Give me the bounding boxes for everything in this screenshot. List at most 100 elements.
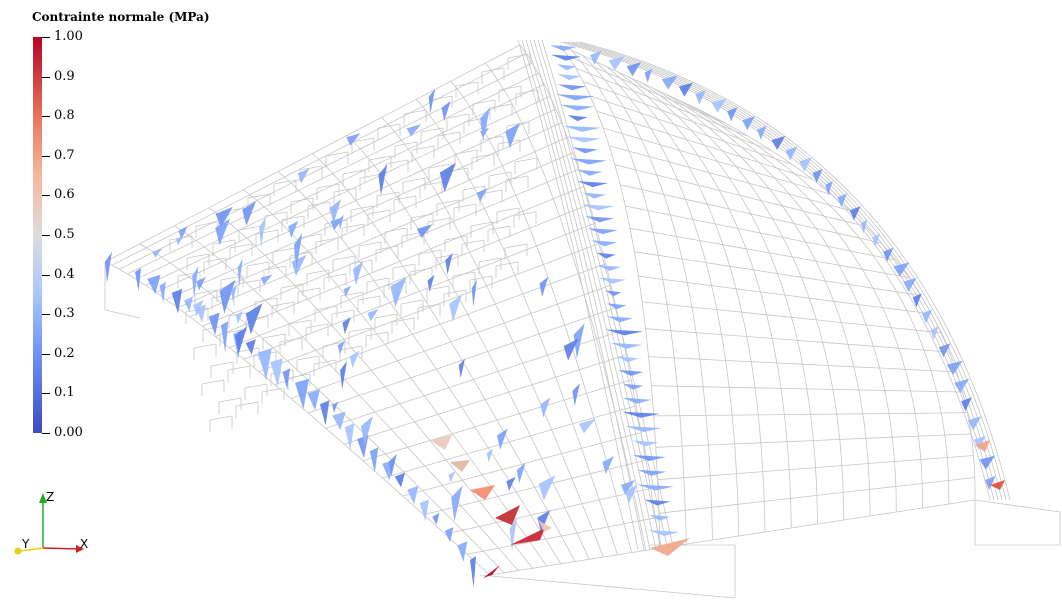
stress-patch bbox=[679, 83, 693, 97]
stress-patch bbox=[590, 51, 601, 65]
stress-patch bbox=[625, 426, 662, 432]
stress-patch bbox=[357, 435, 368, 458]
stress-patch bbox=[246, 303, 263, 334]
stress-patch bbox=[599, 278, 626, 284]
orientation-axes-widget: Z Y X bbox=[8, 485, 98, 560]
stress-patch bbox=[578, 181, 608, 187]
colorbar-tick-label: 0.4 bbox=[54, 268, 75, 282]
colorbar-tick-mark bbox=[42, 37, 50, 38]
colorbar-tick-label: 0.7 bbox=[54, 149, 75, 163]
stress-patch bbox=[451, 486, 463, 522]
stress-patch bbox=[556, 94, 594, 100]
stress-patch bbox=[407, 124, 422, 136]
stress-patch bbox=[568, 115, 588, 121]
colorbar-tick-label: 0.00 bbox=[54, 426, 83, 440]
colorbar-tick-mark bbox=[42, 314, 50, 315]
stress-patch bbox=[242, 201, 256, 226]
stress-patch bbox=[627, 62, 641, 76]
stress-patch bbox=[757, 126, 766, 140]
stress-patch-mid bbox=[450, 460, 470, 472]
stress-patch bbox=[497, 429, 508, 450]
stress-patch bbox=[572, 147, 598, 153]
stress-patch bbox=[350, 351, 360, 368]
stress-patch bbox=[623, 398, 652, 404]
stress-patch bbox=[395, 473, 405, 488]
stress-patch bbox=[353, 261, 363, 285]
stress-patch bbox=[459, 359, 465, 378]
stress-patch bbox=[420, 499, 429, 521]
stress-patch bbox=[607, 303, 627, 309]
stress-patch bbox=[457, 541, 467, 561]
stress-patch bbox=[850, 206, 861, 220]
stress-patch bbox=[581, 204, 614, 210]
colorbar-tick-mark bbox=[42, 433, 50, 434]
colorbar-tick-label: 0.5 bbox=[54, 228, 75, 242]
stress-patch bbox=[980, 456, 995, 470]
stress-patch bbox=[258, 349, 272, 381]
stress-patch bbox=[772, 136, 786, 150]
stress-patch bbox=[308, 389, 321, 410]
stress-patch bbox=[592, 240, 617, 246]
stress-patch bbox=[105, 252, 112, 283]
colorbar-tick-mark bbox=[42, 235, 50, 236]
stress-patch bbox=[332, 412, 345, 431]
stress-patch bbox=[298, 168, 310, 183]
stress-patch bbox=[209, 313, 220, 336]
z-axis-label: Z bbox=[46, 490, 54, 504]
stress-patch bbox=[572, 383, 580, 406]
stress-patch bbox=[560, 105, 594, 111]
stress-patch bbox=[135, 268, 141, 291]
colorbar-tick-label: 0.9 bbox=[54, 70, 75, 84]
stress-patch bbox=[260, 275, 272, 285]
stress-patch bbox=[637, 470, 666, 476]
stress-patch bbox=[449, 295, 462, 322]
stress-patch bbox=[292, 255, 307, 276]
stress-patch bbox=[246, 339, 256, 355]
stress-patch bbox=[586, 216, 615, 222]
stress-patch bbox=[238, 258, 243, 287]
stress-patch bbox=[540, 277, 549, 297]
colorbar-title: Contrainte normale (MPa) bbox=[32, 10, 210, 24]
y-arrow-icon bbox=[15, 548, 22, 555]
stress-patch bbox=[662, 75, 678, 89]
stress-patch bbox=[236, 311, 243, 324]
stress-patch bbox=[295, 379, 309, 410]
stress-patch bbox=[470, 556, 476, 588]
stress-patch bbox=[550, 45, 576, 51]
x-axis-label: X bbox=[80, 537, 88, 551]
stress-patch bbox=[390, 277, 406, 307]
y-axis-label: Y bbox=[21, 537, 30, 551]
stress-patch bbox=[558, 74, 581, 80]
stress-patch bbox=[477, 188, 488, 202]
stress-patch bbox=[160, 282, 166, 303]
stress-patch bbox=[449, 471, 456, 482]
colorbar-tick-label: 1.00 bbox=[54, 30, 83, 44]
colorbar-tick-label: 0.2 bbox=[54, 347, 75, 361]
colorbar-tick-mark bbox=[42, 393, 50, 394]
stress-patch bbox=[632, 440, 659, 446]
stress-patch bbox=[472, 279, 477, 307]
colorbar-tick-mark bbox=[42, 156, 50, 157]
colorbar-tick-mark bbox=[42, 77, 50, 78]
stress-patch bbox=[644, 500, 670, 506]
stress-patch bbox=[340, 361, 347, 390]
colorbar-tick-mark bbox=[42, 116, 50, 117]
stress-patch bbox=[370, 447, 379, 472]
stress-patch bbox=[623, 384, 644, 390]
colorbar-tick-label: 0.1 bbox=[54, 386, 75, 400]
stress-patch bbox=[954, 379, 969, 393]
colorbar-tick-mark bbox=[42, 275, 50, 276]
stress-patch bbox=[633, 455, 666, 461]
colorbar-tick-mark bbox=[42, 354, 50, 355]
stress-patch bbox=[607, 316, 632, 322]
colorbar-tick-label: 0.8 bbox=[54, 109, 75, 123]
stress-patch bbox=[320, 400, 330, 425]
stress-patch bbox=[517, 463, 526, 483]
stress-patch bbox=[558, 84, 586, 90]
stress-patch bbox=[602, 456, 614, 474]
stress-patch-mid bbox=[650, 538, 690, 556]
stress-patch bbox=[378, 164, 387, 195]
stress-patch bbox=[539, 475, 556, 500]
